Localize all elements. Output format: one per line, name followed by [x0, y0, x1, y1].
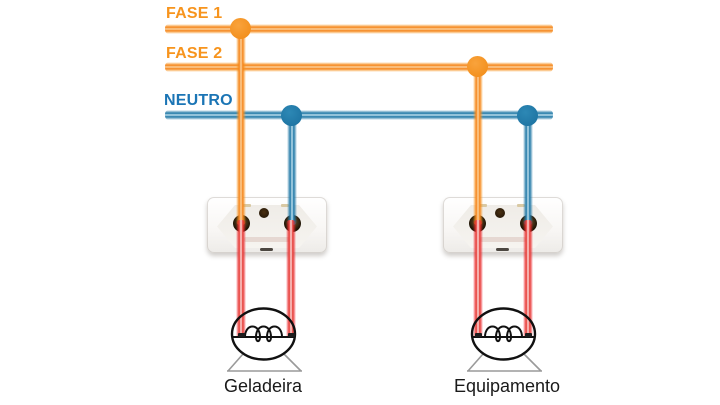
- outlet-notch: [517, 204, 525, 207]
- load-wire-red: [286, 220, 296, 338]
- neutro-junction-dot-1: [281, 105, 302, 126]
- wire-terminal-nub: [238, 333, 245, 337]
- outlet-bottom-slot: [496, 248, 509, 251]
- load-inductor-icon-equipamento: [467, 307, 542, 372]
- neutro-drop-wire-2: [523, 112, 533, 225]
- fase1-junction-dot: [230, 18, 251, 39]
- fase2-junction-dot: [467, 56, 488, 77]
- outlet-embossing: [244, 237, 290, 242]
- outlet-notch: [243, 204, 251, 207]
- neutro-junction-dot-2: [517, 105, 538, 126]
- outlet-geladeira: [207, 197, 327, 253]
- neutro-drop-wire-1: [287, 112, 297, 225]
- load-inductor-icon-geladeira: [227, 307, 302, 372]
- outlet-embossing: [480, 237, 526, 242]
- fase2-bus-line: [165, 62, 553, 72]
- load-wire-red: [473, 220, 483, 338]
- wire-terminal-nub: [525, 333, 532, 337]
- load-wire-red: [236, 220, 246, 338]
- fase1-label: FASE 1: [166, 5, 223, 22]
- load-label-geladeira: Geladeira: [223, 376, 303, 396]
- fase1-bus-line: [165, 24, 553, 34]
- fase1-drop-wire: [236, 26, 246, 225]
- load-wire-red: [523, 220, 533, 338]
- outlet-bottom-slot: [260, 248, 273, 251]
- fase2-drop-wire: [473, 64, 483, 225]
- outlet-notch: [479, 204, 487, 207]
- socket-hole-ground: [495, 208, 505, 218]
- socket-hole-ground: [259, 208, 269, 218]
- fase2-label: FASE 2: [166, 45, 223, 62]
- neutro-label: NEUTRO: [164, 92, 233, 109]
- load-label-equipamento: Equipamento: [453, 376, 561, 396]
- wire-terminal-nub: [288, 333, 295, 337]
- outlet-notch: [281, 204, 289, 207]
- outlet-equipamento: [443, 197, 563, 253]
- wire-terminal-nub: [475, 333, 482, 337]
- neutro-bus-line: [165, 110, 553, 120]
